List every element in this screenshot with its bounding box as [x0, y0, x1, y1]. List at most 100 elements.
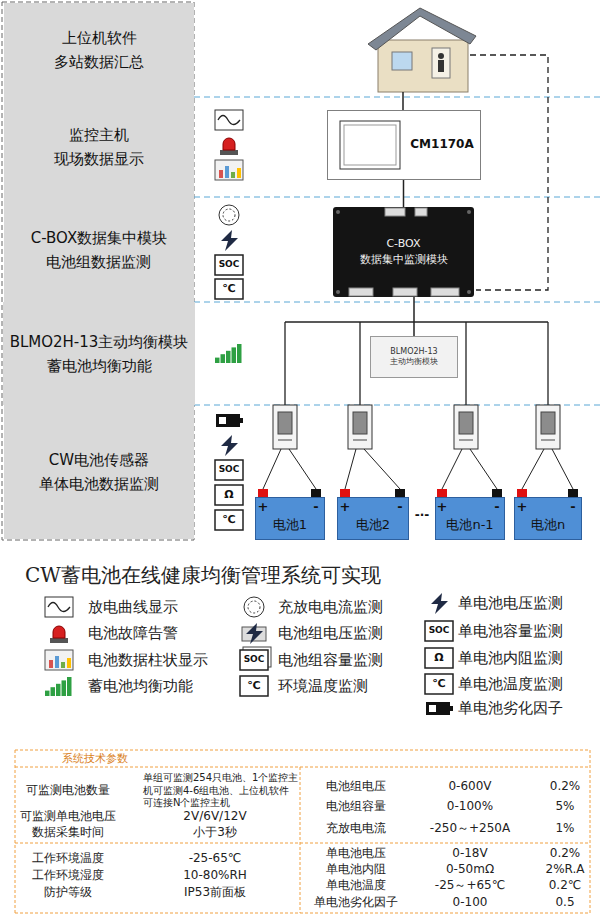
figure-title: CW蓄电池在线健康均衡管理系统可实现 [25, 562, 381, 589]
battery-icon-nub [450, 706, 453, 711]
icon-frame [215, 279, 243, 299]
sensor-core [278, 412, 292, 434]
icon-text: Ω [434, 651, 443, 665]
node-body: 监控主机现场数据显示 [54, 123, 144, 171]
polarity-mark: + [340, 499, 351, 515]
tier-label: CW电池传感器单体电池数据监测 [4, 405, 194, 539]
polarity-mark: - [313, 499, 318, 515]
sensor-core [541, 412, 555, 434]
polarity-mark: + [437, 499, 448, 515]
house-wall [378, 40, 468, 92]
negative-terminal [395, 489, 405, 497]
icon-frame [215, 255, 243, 275]
table-cell: 单电池劣化因子 [314, 895, 398, 910]
legend-text: 单电池内阻监测 [458, 649, 563, 668]
positive-terminal [340, 489, 350, 497]
node-body: C-BOX数据集中监测模块 [360, 236, 448, 269]
table-cell: 可监测单电池电压 [20, 809, 116, 824]
table-cell: 0-600V [448, 779, 491, 794]
house-roof [368, 8, 476, 50]
battery-icon-level [219, 417, 226, 424]
bar-icon-bar [61, 662, 65, 668]
table-rule [15, 843, 590, 844]
table-cell: -250～+250A [430, 821, 510, 836]
bar-icon-bar [225, 166, 229, 178]
legend-text: 电池组电压监测 [278, 624, 383, 643]
node-text: CM1170A [410, 137, 473, 153]
sensor-wire [552, 449, 573, 489]
node-body: 电池n-1 [446, 517, 493, 533]
node-text: 主动均衡模块 [390, 357, 438, 367]
sensor-bus [285, 321, 548, 323]
node-text: 数据集中监测模块 [360, 252, 448, 269]
curve-icon-line [218, 116, 240, 125]
legend-text: 蓄电池均衡功能 [88, 677, 193, 696]
sensor-wire [522, 449, 544, 489]
icon-frame [215, 510, 243, 530]
legend-text: 电池组容量监测 [278, 651, 383, 670]
battery-icon-level [429, 705, 436, 712]
icon-text: SOC [219, 259, 240, 270]
curve-icon [45, 597, 73, 617]
bar-icon-bar [49, 660, 53, 668]
node-text: BLMO2H-13主动均衡模块 [10, 330, 189, 354]
table-cell: -25-65℃ [189, 851, 242, 866]
sensor-detail [459, 440, 473, 441]
sensor-body [273, 405, 297, 449]
voltage-icon [246, 623, 263, 644]
table-cell: 单电池电压 [326, 846, 386, 861]
table-cell: 1% [555, 821, 574, 836]
legend-text: 电池数据柱状显示 [88, 651, 208, 670]
node-body: 电池n [531, 517, 565, 533]
voltage-icon [431, 593, 448, 614]
legend-text: 单电池劣化因子 [458, 699, 563, 718]
battery-icon [216, 414, 240, 427]
table-cell: 电池组电压 [326, 779, 386, 794]
node-text: 电池n-1 [446, 517, 493, 533]
node-text: CW电池传感器 [39, 448, 159, 472]
legend-text: 单电池容量监测 [458, 622, 563, 641]
node-text: 上位机软件 [54, 26, 144, 50]
node-text: 电池n [531, 517, 565, 533]
legend-text: 单电池温度监测 [458, 675, 563, 694]
node-text: BLMO2H-13 [390, 347, 438, 357]
node-body: 电池1 [273, 517, 307, 533]
polarity-mark: + [517, 499, 528, 515]
bar-icon-bar [231, 172, 235, 178]
alarm-base [220, 150, 238, 155]
sensor-body [348, 405, 372, 449]
table-cell: 0.2℃ [549, 878, 582, 893]
voltage-icon [221, 230, 238, 251]
tier-label: BLMO2H-13主动均衡模块蓄电池均衡功能 [3, 302, 195, 405]
sensor-detail [278, 440, 292, 441]
alarm-base [50, 638, 68, 643]
icon-frame [425, 674, 453, 694]
sensor-detail [541, 440, 555, 441]
table-cell: 0.2% [550, 846, 581, 861]
table-rule [15, 913, 590, 914]
sensor-body [454, 405, 478, 449]
remote-link [470, 55, 548, 290]
mount-hole [467, 290, 471, 294]
table-cell: 工作环境温度 [32, 851, 104, 866]
node-body: CW电池传感器单体电池数据监测 [39, 448, 159, 496]
bar-icon-bar [219, 170, 223, 178]
voltage-icon [221, 435, 238, 456]
node-body: BLMO2H-13主动均衡模块 [390, 347, 438, 368]
bar-icon-bar [237, 168, 241, 178]
negative-terminal [568, 489, 578, 497]
tier-label: 监控主机现场数据显示 [4, 97, 194, 197]
table-cell: 数据采集时间 [32, 825, 104, 840]
current-icon-ring [223, 209, 235, 221]
sensor-wire [289, 449, 316, 489]
monitor-screen-inner [344, 125, 396, 165]
curve-icon-line [48, 603, 70, 612]
legend-text: 电池故障告警 [88, 624, 178, 643]
balance-icon-bar [232, 347, 237, 363]
table-cell: 单电池内阻 [326, 862, 386, 877]
table-cell: 可监测电池数量 [26, 783, 110, 798]
icon-frame [215, 485, 243, 505]
positive-terminal [517, 489, 527, 497]
cbox-port [415, 208, 427, 216]
